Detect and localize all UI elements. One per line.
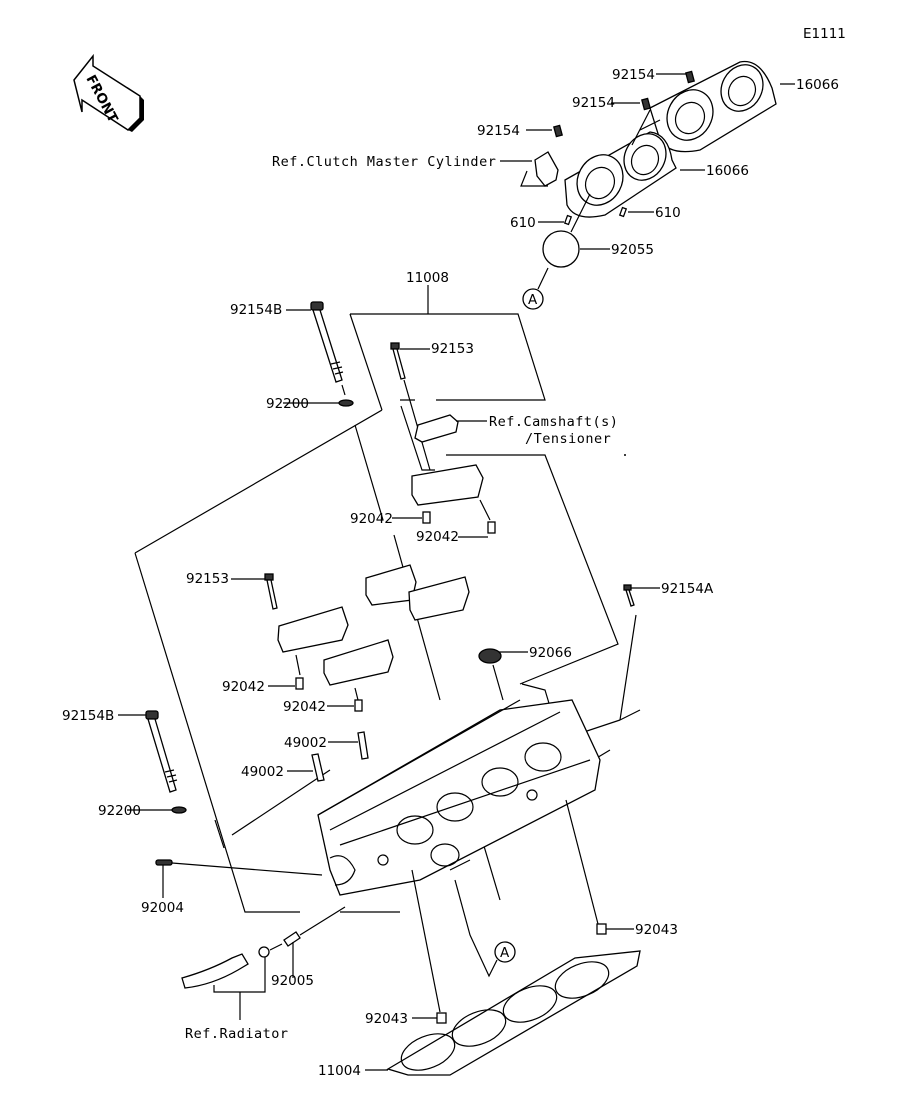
label-92043: 92043 xyxy=(635,922,678,938)
plug-92066 xyxy=(478,648,528,701)
label-92154a: 92154A xyxy=(661,581,714,597)
label-610: 610 xyxy=(510,215,536,231)
label-16066: 16066 xyxy=(796,77,839,93)
label-92154: 92154 xyxy=(477,123,520,139)
label-16066: 16066 xyxy=(706,163,749,179)
label-92154: 92154 xyxy=(572,95,615,111)
label-92005: 92005 xyxy=(271,973,314,989)
label-ref-clutch-master-cylinder: Ref.Clutch Master Cylinder xyxy=(272,154,496,170)
label-92153: 92153 xyxy=(186,571,229,587)
bolt-92153-top xyxy=(390,342,431,471)
label-92200: 92200 xyxy=(266,396,309,412)
label-92200: 92200 xyxy=(98,803,141,819)
label-92154: 92154 xyxy=(612,67,655,83)
label-49002: 49002 xyxy=(284,735,327,751)
leader-lines-top xyxy=(500,73,795,250)
bolt-92154a xyxy=(623,584,660,607)
front-arrow-icon: FRONT xyxy=(73,53,144,132)
bolt-92153-mid xyxy=(231,573,278,610)
diagram-code: E1111 xyxy=(803,26,846,42)
label-610: 610 xyxy=(655,205,681,221)
marker-a-low: A xyxy=(454,879,516,978)
cylinder-head xyxy=(317,699,601,896)
marker-a-top: A xyxy=(528,292,538,308)
label-ref-camshaft: Ref.Camshaft(s) xyxy=(489,414,618,430)
valve-guides-49002 xyxy=(287,731,369,782)
label-92042: 92042 xyxy=(416,529,459,545)
bolt-92154b-top xyxy=(283,301,354,407)
head-gasket-11004 xyxy=(365,950,641,1076)
label-49002: 49002 xyxy=(241,764,284,780)
stud-92004 xyxy=(155,859,323,898)
label-92066: 92066 xyxy=(529,645,572,661)
label-92043: 92043 xyxy=(365,1011,408,1027)
stray-dot xyxy=(624,454,626,456)
label-11004: 11004 xyxy=(318,1063,361,1079)
dowels-92043 xyxy=(411,799,634,1024)
marker-a-label: A xyxy=(500,945,510,961)
label-92004: 92004 xyxy=(141,900,184,916)
label-92154b: 92154B xyxy=(230,302,282,318)
label-92153: 92153 xyxy=(431,341,474,357)
label-92042: 92042 xyxy=(222,679,265,695)
label-11008: 11008 xyxy=(406,270,449,286)
label-92042: 92042 xyxy=(283,699,326,715)
camshaft-tensioner-bracket xyxy=(414,414,487,443)
fitting-92005 xyxy=(181,906,346,1020)
label-ref-tensioner: /Tensioner xyxy=(525,431,611,447)
intake-gasket-assembly: A xyxy=(522,60,777,310)
camshaft-caps xyxy=(268,464,496,712)
label-92154b: 92154B xyxy=(62,708,114,724)
bolt-92154b-low xyxy=(118,710,187,814)
label-92042: 92042 xyxy=(350,511,393,527)
label-92055: 92055 xyxy=(611,242,654,258)
label-ref-radiator: Ref.Radiator xyxy=(185,1026,289,1042)
